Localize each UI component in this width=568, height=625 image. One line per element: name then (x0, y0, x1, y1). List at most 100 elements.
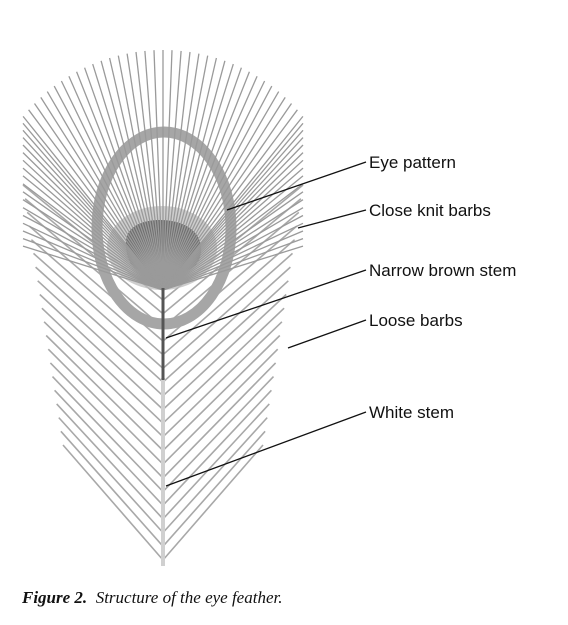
leader-narrow-brown-stem (165, 269, 367, 339)
close-knit-barb (22, 183, 164, 291)
close-knit-barb (162, 159, 304, 291)
close-knit-barb (40, 97, 164, 291)
close-knit-barb (60, 80, 164, 291)
loose-barb-left (39, 293, 164, 411)
close-knit-barb (162, 55, 209, 291)
close-knit-barb (68, 75, 164, 291)
close-knit-barb (22, 137, 164, 291)
loose-barb-left (30, 239, 164, 356)
close-knit-barb (75, 71, 164, 291)
close-knit-barb (22, 191, 164, 291)
close-knit-barb (46, 91, 164, 291)
label-narrow-brown-stem: Narrow brown stem (369, 261, 516, 280)
close-knit-barb (22, 199, 164, 291)
loose-barb-right (162, 252, 294, 369)
loose-barb-left (54, 389, 164, 506)
loose-barb-left (35, 266, 164, 383)
label-loose-barbs: Loose barbs (369, 311, 463, 330)
close-knit-barb (162, 60, 226, 291)
loose-barb-left (24, 198, 164, 315)
close-knit-barb (100, 60, 164, 291)
caption-number: Figure 2. (22, 588, 88, 607)
close-knit-barb (22, 214, 164, 291)
caption-text: Structure of the eye feather. (95, 588, 283, 607)
close-knit-barb (162, 230, 304, 291)
close-knit-barb (83, 67, 164, 291)
loose-barb-left (47, 348, 164, 465)
close-knit-barb (22, 115, 164, 291)
eye-feather (22, 50, 304, 566)
close-knit-barb (162, 91, 280, 291)
close-knit-barb (22, 129, 164, 291)
close-knit-barb (22, 230, 164, 291)
loose-barb-left (37, 280, 164, 397)
leader-loose-barbs (287, 319, 367, 349)
close-knit-barb (162, 152, 304, 291)
loose-barb-right (162, 389, 272, 506)
loose-barb-left (58, 417, 164, 534)
close-knit-barb (162, 85, 273, 291)
close-knit-barb (22, 245, 164, 291)
close-knit-barb (162, 183, 304, 291)
close-knit-barb (162, 144, 304, 291)
close-knit-barb (162, 222, 304, 291)
close-knit-barb (162, 50, 173, 291)
loose-barb-left (43, 321, 164, 438)
close-knit-barb (162, 245, 304, 291)
loose-barb-right (162, 348, 279, 465)
close-knit-barb (162, 109, 298, 291)
close-knit-barb (153, 50, 164, 291)
loose-barb-right (162, 417, 268, 534)
loose-barb-left (45, 334, 164, 452)
close-knit-barb (162, 51, 191, 291)
loose-barb-right (162, 266, 291, 383)
close-knit-barb (162, 122, 304, 291)
close-knit-barb (22, 152, 164, 291)
loose-barb-right (162, 211, 300, 329)
close-knit-barb (162, 115, 304, 291)
close-knit-barb (22, 207, 164, 291)
close-knit-barb (108, 57, 164, 291)
close-knit-barb (162, 53, 200, 291)
leader-close-knit-barbs (297, 209, 367, 229)
annotations: Eye pattern Close knit barbs Narrow brow… (165, 153, 516, 487)
close-knit-barb (162, 137, 304, 291)
close-knit-barb (22, 167, 164, 291)
label-eye-pattern: Eye pattern (369, 153, 456, 172)
loose-barb-left (41, 307, 164, 424)
loose-barb-right (162, 334, 281, 452)
close-knit-barb (28, 109, 164, 291)
close-knit-barb (22, 222, 164, 291)
close-knit-barb (162, 75, 258, 291)
loose-barb-right (162, 376, 275, 493)
close-knit-barb (22, 237, 164, 291)
figure-caption: Figure 2. Structure of the eye feather. (22, 588, 282, 608)
close-knit-barb (22, 159, 164, 291)
loose-barb-left (60, 430, 164, 547)
close-knit-barb (162, 167, 304, 291)
loose-barb-left (62, 444, 164, 561)
loose-barb-right (162, 321, 283, 438)
close-knit-barb (162, 63, 234, 291)
close-knit-barb (92, 63, 164, 291)
close-knit-barb (162, 129, 304, 291)
leader-eye-pattern (226, 161, 367, 211)
loose-barb-right (162, 444, 264, 561)
close-knit-barb (22, 144, 164, 291)
loose-barb-right (162, 430, 266, 547)
close-knit-barb (22, 175, 164, 291)
close-knit-barb (162, 57, 218, 291)
close-knit-barb (135, 51, 164, 291)
close-knit-barb (53, 85, 164, 291)
close-knit-barb (162, 199, 304, 291)
loose-barb-right (162, 280, 289, 397)
close-knit-barb (162, 207, 304, 291)
loose-barb-left (51, 376, 164, 493)
close-knit-barb (162, 191, 304, 291)
loose-barb-right (162, 403, 270, 520)
loose-barb-right (162, 362, 277, 479)
close-knit-barb (162, 214, 304, 291)
label-white-stem: White stem (369, 403, 454, 422)
close-knit-barb (22, 122, 164, 291)
